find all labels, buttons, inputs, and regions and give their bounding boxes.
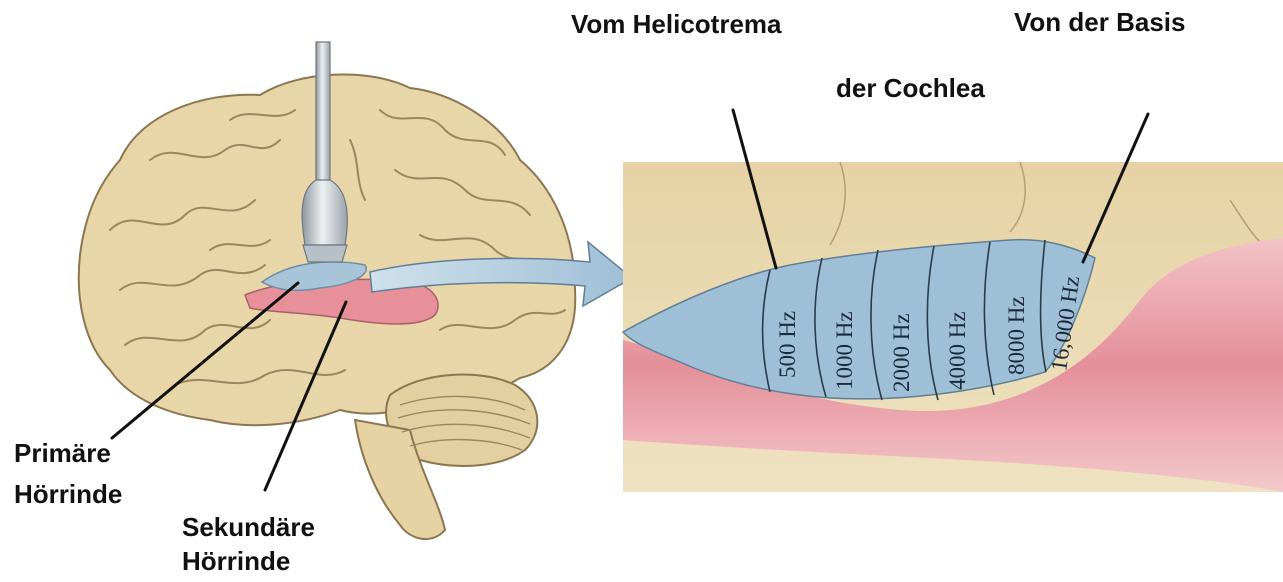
- freq-label-500: 500 Hz: [775, 311, 800, 378]
- freq-label-4000: 4000 Hz: [945, 311, 970, 390]
- freq-label-1000: 1000 Hz: [832, 311, 857, 390]
- freq-label-2000: 2000 Hz: [889, 313, 914, 392]
- label-primaere-line2: Hörrinde: [14, 477, 122, 511]
- label-primaere-line1: Primäre: [14, 436, 111, 470]
- label-sekundaere-line2: Hörrinde: [182, 544, 290, 578]
- label-der-cochlea: der Cochlea: [836, 71, 985, 105]
- label-sekundaere-line1: Sekundäre: [182, 510, 315, 544]
- freq-label-8000: 8000 Hz: [1004, 296, 1029, 375]
- tonotopic-map-panel: 500 Hz 1000 Hz 2000 Hz 4000 Hz 8000 Hz 1…: [623, 162, 1283, 492]
- label-von-der-basis: Von der Basis: [1014, 5, 1185, 39]
- label-vom-helicotrema: Vom Helicotrema: [571, 7, 781, 41]
- brain-illustration: [79, 42, 576, 539]
